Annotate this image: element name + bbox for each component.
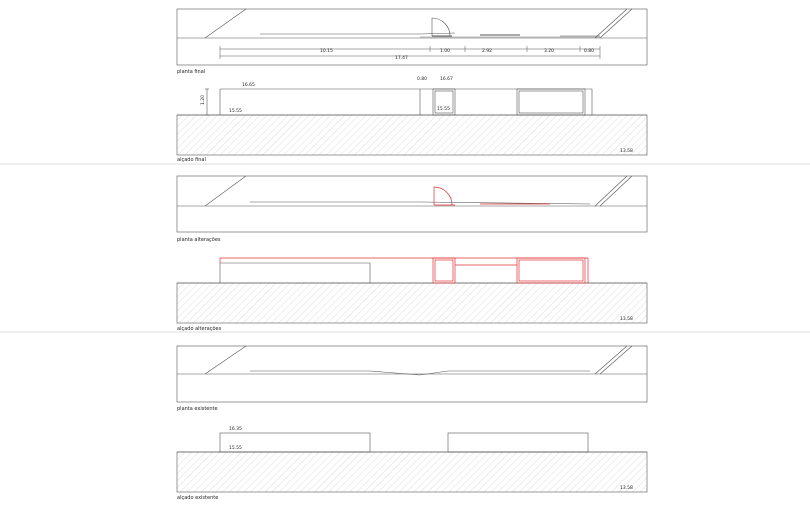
planta-existente-drawing [176,345,648,403]
dim-label-total: 17.47 [395,55,408,61]
label-alcado-alteracoes: alçado alterações [177,326,222,332]
label-planta-final: planta final [177,69,205,75]
dim-label-2: 1.00 [440,48,450,54]
alteracoes-red-marks [433,186,550,206]
label-alcado-existente: alçado existente [177,495,218,501]
level-exist-right: 13.58 [620,485,633,491]
level-exist-base: 15.55 [229,445,242,451]
alcado-existente-drawing [176,432,648,493]
level-final-top: 16.65 [242,82,255,88]
dim-label-1: 10.15 [320,48,333,54]
level-exist-top: 16.35 [229,426,242,432]
label-planta-alteracoes: planta alterações [177,237,221,243]
level-final-door-mid: 16.67 [440,76,453,82]
alcado-final-drawing [176,88,648,156]
dim-label-4: 3.20 [544,48,554,54]
label-alcado-final: alçado final [177,157,206,163]
alteracoes-elevation-red [219,257,589,284]
dim-label-3: 2.92 [482,48,492,54]
planta-final-drawing [176,8,648,66]
dimension-lines [219,46,601,59]
dim-label-height: 1.20 [200,95,206,105]
level-final-door-base: 15.55 [437,106,450,112]
level-alt-right: 13.58 [620,316,633,322]
planta-alteracoes-drawing [176,175,648,233]
dim-label-5: 0.80 [584,48,594,54]
level-final-right: 13.58 [620,148,633,154]
level-final-base: 15.55 [229,108,242,114]
label-planta-existente: planta existente [177,406,218,412]
alcado-alteracoes-drawing [176,262,648,324]
level-final-door-top: 0.80 [417,76,427,82]
